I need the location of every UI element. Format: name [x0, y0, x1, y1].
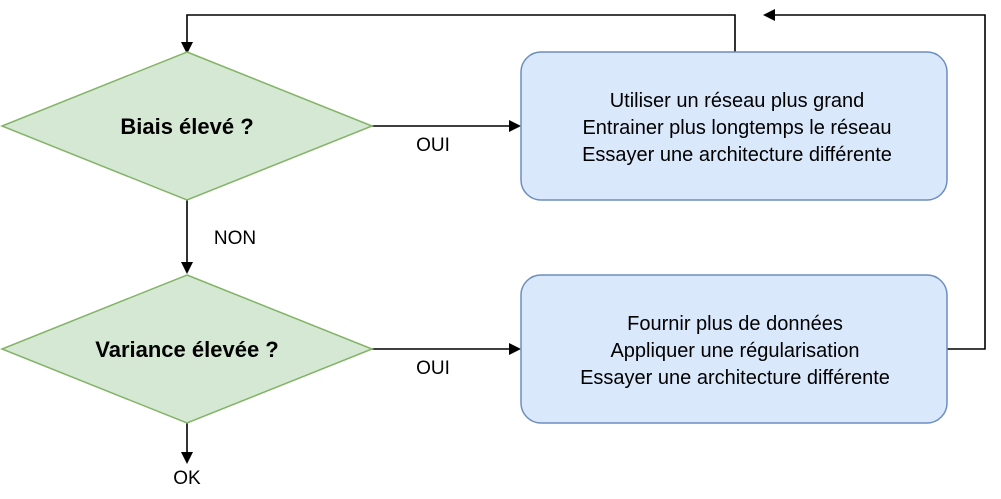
bias-decision-diamond [0, 51, 375, 201]
arrowhead-variance-no [181, 452, 193, 464]
variance-actions-line: Essayer une architecture différente [580, 367, 890, 389]
edge-bias-actions-loop [186, 14, 736, 52]
variance-decision-node: Variance élevée ? [0, 274, 375, 424]
bias-actions-box [520, 51, 948, 201]
arrowhead-bias-yes [509, 120, 521, 132]
arrowhead-bias-loop [181, 42, 193, 54]
connectors [181, 9, 986, 464]
edge-label-bias-yes: OUI [416, 135, 450, 156]
bias-actions-line: Essayer une architecture différente [582, 144, 892, 166]
variance-actions-node: Fournir plus de données Appliquer une ré… [520, 274, 948, 424]
arrowhead-variance-loop [763, 9, 775, 21]
variance-decision-diamond [0, 274, 375, 424]
bias-decision-label: Biais élevé ? [120, 114, 253, 139]
bias-decision-node: Biais élevé ? [0, 51, 375, 201]
edge-label-variance-yes: OUI [416, 358, 450, 379]
bias-actions-line: Entrainer plus longtemps le réseau [582, 117, 891, 139]
bias-actions-line: Utiliser un réseau plus grand [610, 90, 865, 112]
arrowhead-bias-no [181, 262, 193, 274]
arrowhead-variance-yes [509, 343, 521, 355]
bias-actions-node: Utiliser un réseau plus grand Entrainer … [520, 51, 948, 201]
edge-label-ok: OK [173, 468, 201, 489]
variance-decision-label: Variance élevée ? [95, 337, 278, 362]
variance-actions-line: Fournir plus de données [627, 313, 843, 335]
variance-actions-box [520, 274, 948, 424]
edge-label-bias-no: NON [214, 228, 256, 249]
edge-variance-actions-loop [775, 14, 986, 350]
variance-actions-line: Appliquer une régularisation [610, 340, 859, 362]
